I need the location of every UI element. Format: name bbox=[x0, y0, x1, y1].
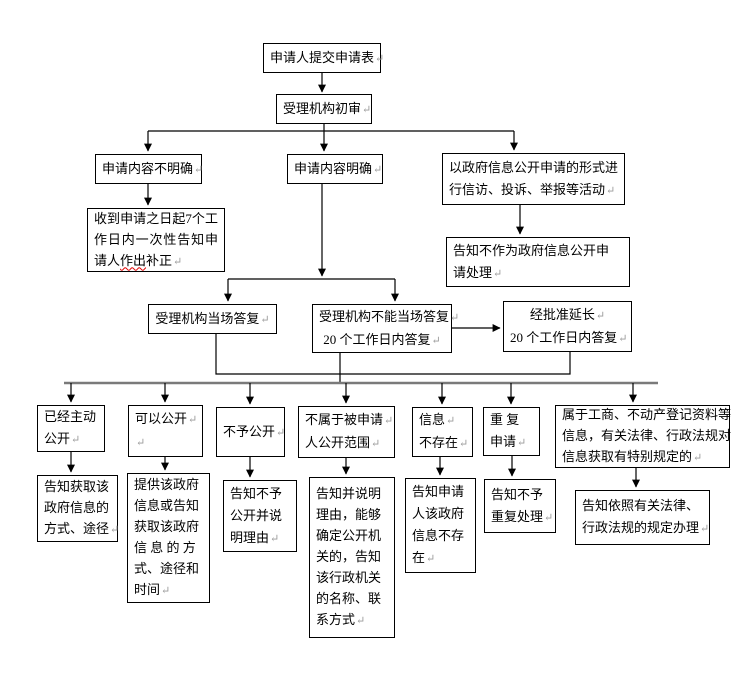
node-inform-info-not-exist: 告知申请 人该政府 信息不存 在 bbox=[405, 478, 476, 573]
node-content-clear: 申请内容明确 bbox=[287, 154, 383, 184]
node-inform-access-method: 告知获取该 政府信息的 方式、途径 bbox=[37, 475, 118, 542]
node-inform-nondisclosure-with-reason: 告知不予 公开并说 明理由 bbox=[223, 480, 297, 552]
node-submit-application: 申请人提交申请表 bbox=[263, 43, 381, 73]
node-outside-respondent-scope: 不属于被申请 人公开范围 bbox=[298, 406, 395, 458]
node-repeated-application: 重 复 申请 bbox=[483, 407, 540, 456]
node-not-treated-as-foi-request: 告知不作为政府信息公开申 请处理 bbox=[446, 237, 630, 287]
correction-text-post: 补正 bbox=[146, 252, 173, 268]
connector-trunks bbox=[148, 124, 571, 383]
node-reply-on-the-spot: 受理机构当场答复 bbox=[148, 304, 277, 334]
node-special-regulated-records: 属于工商、不动产登记资料等 信息，有关法律、行政法规对 信息获取有特别规定的 bbox=[555, 405, 731, 468]
node-not-to-be-disclosed: 不予公开 bbox=[216, 407, 285, 457]
node-information-not-exist: 信息 不存在 bbox=[412, 407, 473, 457]
arrowheads bbox=[67, 73, 640, 488]
node-preliminary-review: 受理机构初审 bbox=[276, 94, 372, 124]
correction-text-pre: 收到申请之日起7个工作日内一次性告知申请人 bbox=[94, 210, 218, 268]
node-inform-no-repeat-processing: 告知不予 重复处理 bbox=[484, 479, 556, 533]
node-inform-reason-and-responsible-agency: 告知并说明 理由，能够 确定公开机 关的，告知 该行政机关 的名称、联 系方式 bbox=[309, 477, 395, 638]
node-petition-complaint-form: 以政府信息公开申请的形式进 行信访、投诉、举报等活动 bbox=[442, 153, 625, 205]
node-approved-extension-20-days: 经批准延长 20 个工作日内答复 bbox=[503, 301, 632, 352]
node-reply-within-20-days: 受理机构不能当场答复 20 个工作日内答复 bbox=[312, 304, 452, 353]
node-already-proactively-disclosed: 已经主动 公开 bbox=[37, 405, 105, 452]
node-may-be-disclosed: 可以公开 bbox=[128, 405, 203, 457]
node-correction-notice: 收到申请之日起7个工作日内一次性告知申请人作出补正 bbox=[87, 208, 225, 272]
node-provide-info-or-inform-method: 提供该政府 信息或告知 获取该政府 信 息 的 方 式、途径和 时间 bbox=[127, 473, 210, 603]
node-inform-handle-per-laws: 告知依照有关法律、 行政法规的规定办理 bbox=[575, 490, 710, 545]
node-content-unclear: 申请内容不明确 bbox=[95, 154, 202, 184]
spellcheck-underlined-text: 作出 bbox=[120, 252, 147, 268]
